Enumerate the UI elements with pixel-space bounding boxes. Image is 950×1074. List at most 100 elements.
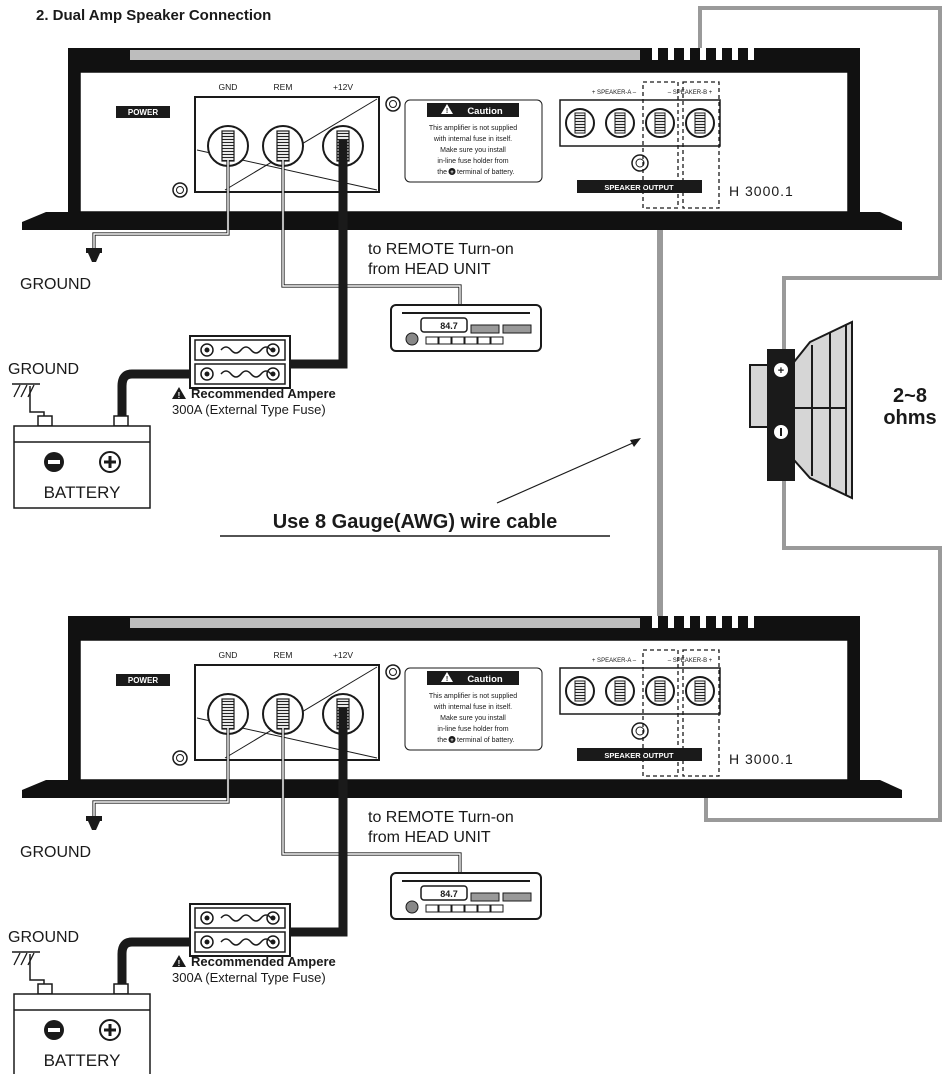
head-unit-key [490,336,504,345]
head-unit-button [502,324,532,334]
battery-post [37,415,53,427]
earth-hatch [13,384,21,398]
battery-label: BATTERY [44,483,121,502]
svg-text:+: + [778,365,784,377]
caution-line: the [437,737,447,744]
plus-icon [448,736,456,743]
power-label: POWER [128,108,158,117]
caution-line: in-line fuse holder from [437,158,508,165]
heatsink-fin [684,48,690,60]
impedance-unit: ohms [883,407,936,429]
ground-bolt-icon [86,248,102,253]
minus-mark [48,1028,60,1032]
heatsink-fin [732,48,738,60]
head-unit-button [470,324,500,334]
earth-hatch [20,384,28,398]
caution-line: Make sure you install [440,715,506,722]
power-label-box [116,674,170,686]
earth-hatch [13,952,21,966]
fuse-element-icon [220,370,272,378]
bridge-bracket-right [682,81,720,209]
warning-icon [441,104,453,114]
power-cable [278,140,348,369]
battery-ground-wire [29,386,45,420]
model-name: H 3000.1 [729,751,794,767]
fuse-bolt-center [204,347,210,353]
minus-mark [48,460,60,464]
earth-hatch [27,384,35,398]
ground-screw-inner [635,726,645,736]
head-unit-key [464,904,478,913]
ground-screw-icon [631,154,649,172]
fuse-bolt-center [270,939,276,945]
mount-screw-icon [385,664,401,680]
speaker-terminal-screw [654,112,666,134]
battery-post [37,983,53,995]
head-unit-key [477,904,491,913]
speaker-output-label: SPEAKER OUTPUT [604,751,674,760]
plus-icon [448,168,456,175]
caution-line: terminal of battery. [457,737,515,744]
fuse-rating: 300A (External Type Fuse) [172,402,326,417]
head-unit-display [420,885,468,901]
ground-bolt-tip [88,821,100,830]
speaker-terminal-screw [614,112,626,134]
fuse-element-icon [220,938,272,946]
fuse-bolt-center [204,939,210,945]
terminal-label-12v: +12V [333,82,353,92]
remote-wire-core [282,728,461,872]
heatsink-fin [716,616,722,628]
fuse-bolt-center [270,347,276,353]
ground-bolt-icon [86,816,102,821]
caution-line: the [437,169,447,176]
plus-mark: + [450,738,454,744]
caution-line: This amplifier is not supplied [429,693,517,700]
fuse-slot [194,339,286,361]
speaker-b-label: – SPEAKER-B + [668,658,713,664]
plus-mark [108,1024,112,1036]
model-name: H 3000.1 [729,183,794,199]
speaker-a-label: + SPEAKER-A – [592,658,637,664]
head-unit-display-text: 84.7 [440,889,458,899]
terminal-label-12v: +12V [333,650,353,660]
mount-screw-icon [172,750,188,766]
recommended-ampere-title: Recommended Ampere [191,954,336,969]
bridge-bracket-right [682,649,720,777]
heatsink-fin [716,48,722,60]
speaker-terminal-screw [694,680,706,702]
warning-mark: ! [446,108,448,115]
mount-screw-icon [172,182,188,198]
fuse-element-icon [220,346,272,354]
earth-hatch [27,952,35,966]
heatsink-fin [668,616,674,628]
head-unit-key [451,336,465,345]
speaker-terminal-screw [654,680,666,702]
caution-line: Make sure you install [440,147,506,154]
remote-wire-core [282,160,461,304]
terminal-screw-icon [276,130,290,162]
recommended-ampere-title: Recommended Ampere [191,386,336,401]
speaker-terminal-screw [574,112,586,134]
speaker-icon: + [749,320,853,500]
page-title: 2. Dual Amp Speaker Connection [36,7,271,24]
head-unit-display-text: 84.7 [440,321,458,331]
fuse-bolt-center [204,371,210,377]
heatsink-fin [652,48,658,60]
caution-line: in-line fuse holder from [437,726,508,733]
warning-icon [172,387,186,399]
head-unit-key [438,336,452,345]
caution-line: This amplifier is not supplied [429,125,517,132]
power-label-box [116,106,170,118]
terminal-label-rem: REM [274,82,293,92]
head-unit-key [451,904,465,913]
head-unit-key [477,336,491,345]
power-cable [278,708,348,937]
amp-top-strip [130,618,640,628]
ground-wire-core [93,728,229,820]
heatsink-fin [652,616,658,628]
speaker-b-label: – SPEAKER-B + [668,90,713,96]
bridge-bracket-left [642,81,679,209]
